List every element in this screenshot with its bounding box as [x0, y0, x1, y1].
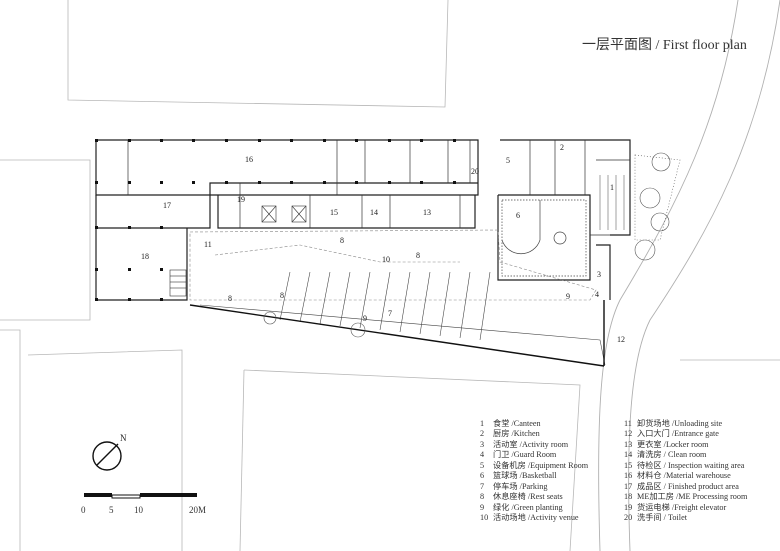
- plan-label: 3: [597, 270, 601, 279]
- plan-label: 6: [516, 211, 520, 220]
- plan-label: 9: [363, 314, 367, 323]
- scale-bar: [84, 493, 197, 499]
- plan-label: 15: [330, 208, 338, 217]
- plan-label: 13: [423, 208, 431, 217]
- outdoor-area: [189, 229, 597, 301]
- plan-label: 1: [610, 183, 614, 192]
- legend-item: 10 活动场地 /Activity venue: [480, 512, 579, 522]
- parking-lines: [199, 271, 606, 366]
- building-outline: [95, 139, 631, 301]
- legend-left: 1 食堂 /Canteen 2 厨房 /Kitchen 3 活动室 /Activ…: [480, 419, 588, 523]
- legend-item: 3 活动室 /Activity room: [480, 439, 569, 449]
- legend-item: 14 清洗房 / Clean room: [624, 450, 707, 460]
- plan-label: 2: [560, 143, 564, 152]
- legend-item: 11 卸货场地 /Unloading site: [624, 419, 723, 428]
- plan-label: 16: [245, 155, 253, 164]
- plan-label: 8: [280, 291, 284, 300]
- compass-north-label: N: [120, 433, 127, 443]
- north-arrow-icon: [96, 443, 119, 466]
- legend-item: 16 材料仓 /Material warehouse: [624, 471, 731, 481]
- plan-label: 12: [617, 335, 625, 344]
- scale-label-20m: 20M: [189, 505, 207, 515]
- plan-label: 8: [416, 251, 420, 260]
- plan-label: 5: [506, 156, 510, 165]
- plan-label: 20: [471, 167, 479, 176]
- scale-label-0: 0: [81, 505, 86, 515]
- page-title: 一层平面图 / First floor plan: [582, 38, 747, 53]
- canteen-tables: [599, 175, 625, 230]
- legend-item: 1 食堂 /Canteen: [480, 419, 541, 428]
- legend-item: 17 成品区 / Finished product area: [624, 481, 739, 491]
- road: [598, 0, 780, 551]
- plan-labels: 1 2 3 4 5 6 7 8 8 8 8 9 9 10 11 12 13 14…: [141, 143, 625, 344]
- stairs-elevators: [169, 205, 307, 297]
- legend-item: 4 门卫 /Guard Room: [480, 450, 557, 460]
- site-boundary: [189, 300, 605, 367]
- legend-item: 9 绿化 /Green planting: [480, 502, 563, 512]
- plan-label: 9: [566, 292, 570, 301]
- scale-label-5: 5: [109, 505, 114, 515]
- interior-walls: [127, 140, 630, 236]
- green-planting: [263, 152, 681, 338]
- legend-item: 7 停车场 /Parking: [480, 481, 548, 491]
- legend-item: 6 篮球场 /Basketball: [480, 471, 557, 481]
- legend-item: 15 待检区 / Inspection waiting area: [624, 460, 745, 470]
- plan-label: 11: [204, 240, 212, 249]
- plan-label: 18: [141, 252, 149, 261]
- legend-item: 12 入口大门 /Entrance gate: [624, 429, 719, 439]
- plan-label: 10: [382, 255, 390, 264]
- legend-right: 11 卸货场地 /Unloading site 12 入口大门 /Entranc…: [624, 419, 747, 523]
- basketball-court: [501, 199, 587, 277]
- legend-item: 18 ME加工房 /ME Processing room: [624, 492, 748, 502]
- scale-label-10: 10: [134, 505, 143, 515]
- legend-item: 19 货运电梯 /Freight elevator: [624, 502, 727, 512]
- legend-item: 20 洗手间 / Toilet: [624, 512, 687, 522]
- compass: N: [92, 433, 127, 471]
- plan-label: 8: [340, 236, 344, 245]
- plan-label: 8: [228, 294, 232, 303]
- plan-label: 19: [237, 195, 245, 204]
- plan-label: 4: [595, 290, 599, 299]
- legend-item: 13 更衣室 /Locker room: [624, 439, 709, 449]
- plan-label: 17: [163, 201, 171, 210]
- legend-item: 2 厨房 /Kitchen: [480, 429, 540, 439]
- legend-item: 8 休息座椅 /Rest seats: [480, 492, 563, 502]
- plan-label: 7: [388, 309, 392, 318]
- legend-item: 5 设备机房 /Equipment Room: [480, 460, 589, 470]
- plan-label: 14: [370, 208, 378, 217]
- columns: [95, 139, 456, 301]
